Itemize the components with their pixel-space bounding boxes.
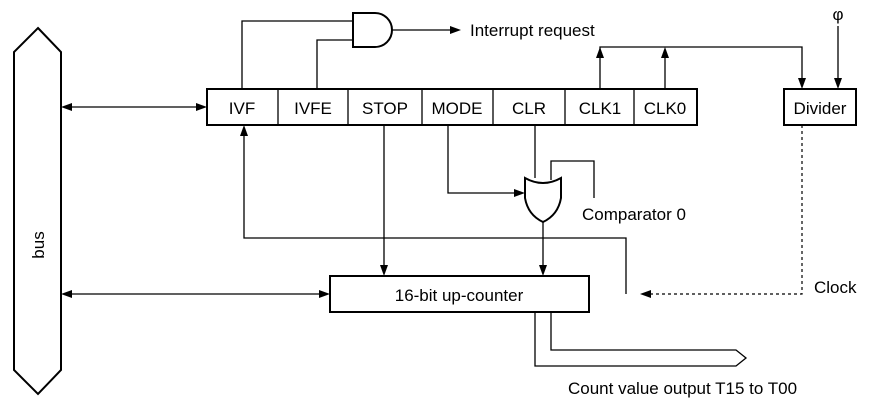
register-cell-mode: MODE: [432, 99, 483, 118]
arrow-head: [240, 125, 248, 136]
arrow-head: [834, 78, 842, 89]
ivfe-to-and-wire: [316, 39, 353, 89]
arrow-head: [539, 265, 547, 276]
clock-wire: [649, 125, 803, 295]
arrow-head: [61, 103, 72, 111]
bus-shape: [13, 26, 62, 396]
register-cell-clk0: CLK0: [644, 99, 687, 118]
comparator-label: Comparator 0: [582, 205, 686, 224]
register-cell-clr: CLR: [512, 99, 546, 118]
arrow-head: [514, 189, 525, 197]
counter-block: [329, 275, 590, 313]
register-cell-ivf: IVF: [229, 99, 255, 118]
mode-to-or-wire: [447, 125, 516, 194]
arrow-head: [450, 26, 461, 34]
arrow-head: [319, 290, 330, 298]
phi-label: φ: [832, 5, 843, 24]
count-output-bus: [534, 312, 748, 367]
arrow-head: [196, 103, 207, 111]
register-cell-stop: STOP: [362, 99, 408, 118]
arrow-head: [596, 47, 604, 58]
or-gate: [524, 176, 562, 224]
control-register: IVF IVFE STOP MODE CLR CLK1 CLK0: [206, 88, 698, 126]
bus-label: bus: [29, 231, 48, 258]
clk-to-divider-wire: [599, 46, 803, 89]
arrow-head: [380, 265, 388, 276]
ivf-to-and-wire: [241, 20, 353, 89]
register-cell-ivfe: IVFE: [294, 99, 332, 118]
overflow-feedback-wire: [243, 135, 627, 294]
arrow-head: [640, 290, 651, 298]
clock-label: Clock: [814, 278, 857, 297]
arrow-head: [661, 47, 669, 58]
counter-label: 16-bit up-counter: [395, 286, 524, 305]
arrow-head: [798, 78, 806, 89]
comparator-wire: [550, 160, 595, 198]
register-cell-clk1: CLK1: [579, 99, 622, 118]
interrupt-request-label: Interrupt request: [470, 21, 595, 40]
and-gate: [352, 12, 393, 48]
divider-block: [783, 88, 857, 126]
divider-label: Divider: [794, 99, 847, 118]
arrow-head: [61, 290, 72, 298]
count-output-label: Count value output T15 to T00: [568, 379, 797, 398]
